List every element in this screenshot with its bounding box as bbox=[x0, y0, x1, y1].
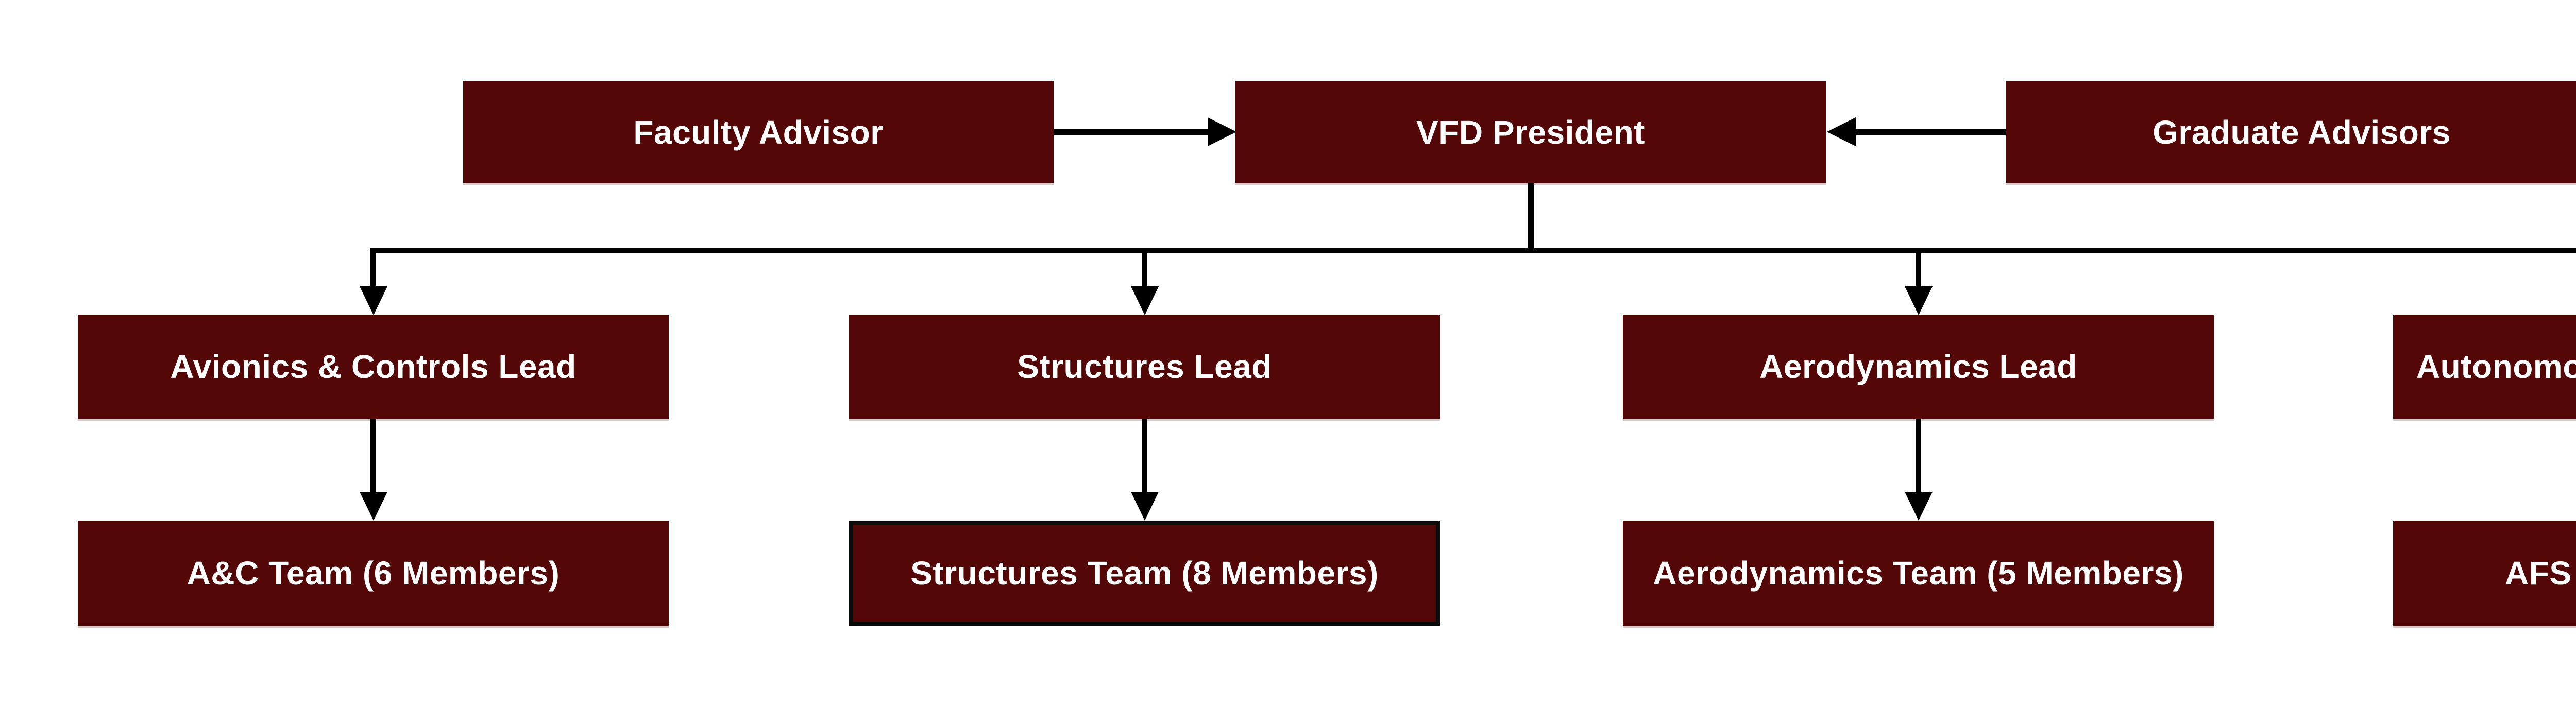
node-avionics-controls-lead: Avionics & Controls Lead bbox=[78, 315, 669, 419]
edge-faculty-advisor-to-vfd-president-line bbox=[1054, 129, 1208, 135]
node-label: AFS Team (5 Members) bbox=[2505, 555, 2576, 592]
edge-structures-lead-to-structures-team-line bbox=[1142, 419, 1147, 492]
arrow-right-icon bbox=[1208, 117, 1236, 146]
node-aerodynamics-lead: Aerodynamics Lead bbox=[1623, 315, 2214, 419]
edge-bar-to-avionics-lead-line bbox=[370, 252, 376, 286]
node-label: Graduate Advisors bbox=[2153, 113, 2451, 151]
node-label: Faculty Advisor bbox=[633, 113, 884, 151]
node-graduate-advisors: Graduate Advisors bbox=[2006, 81, 2576, 183]
node-label: Autonomous Flight Software Lead bbox=[2416, 348, 2576, 385]
arrow-left-icon bbox=[1827, 117, 1856, 146]
node-vfd-president: VFD President bbox=[1235, 81, 1826, 183]
node-label: Aerodynamics Lead bbox=[1759, 348, 2077, 385]
arrow-down-icon bbox=[1905, 286, 1933, 315]
node-label: VFD President bbox=[1416, 113, 1645, 151]
edge-vfd-president-trunk-line bbox=[1528, 183, 1534, 253]
edge-graduate-advisors-to-vfd-president-line bbox=[1855, 129, 2006, 135]
arrow-down-icon bbox=[1131, 286, 1159, 315]
node-ac-team: A&C Team (6 Members) bbox=[78, 521, 669, 626]
edge-bar-to-structures-lead-line bbox=[1142, 252, 1147, 286]
arrow-down-icon bbox=[360, 492, 387, 521]
node-label: Structures Lead bbox=[1017, 348, 1272, 385]
arrow-down-icon bbox=[1905, 492, 1933, 521]
node-structures-team: Structures Team (8 Members) bbox=[849, 521, 1440, 626]
node-afs-team: AFS Team (5 Members) bbox=[2393, 521, 2576, 626]
node-aerodynamics-team: Aerodynamics Team (5 Members) bbox=[1623, 521, 2214, 626]
node-label: Structures Team (8 Members) bbox=[910, 555, 1379, 592]
node-autonomous-flight-software-lead: Autonomous Flight Software Lead bbox=[2393, 315, 2576, 419]
arrow-down-icon bbox=[1131, 492, 1159, 521]
node-label: Aerodynamics Team (5 Members) bbox=[1653, 555, 2184, 592]
edge-avionics-lead-to-ac-team-line bbox=[370, 419, 376, 492]
edge-distribution-bar bbox=[370, 248, 2576, 253]
edge-aerodynamics-lead-to-aerodynamics-team-line bbox=[1916, 419, 1921, 492]
node-faculty-advisor: Faculty Advisor bbox=[463, 81, 1054, 183]
node-structures-lead: Structures Lead bbox=[849, 315, 1440, 419]
arrow-down-icon bbox=[360, 286, 387, 315]
edge-bar-to-aerodynamics-lead-line bbox=[1916, 252, 1921, 286]
node-label: A&C Team (6 Members) bbox=[187, 555, 560, 592]
node-label: Avionics & Controls Lead bbox=[170, 348, 577, 385]
